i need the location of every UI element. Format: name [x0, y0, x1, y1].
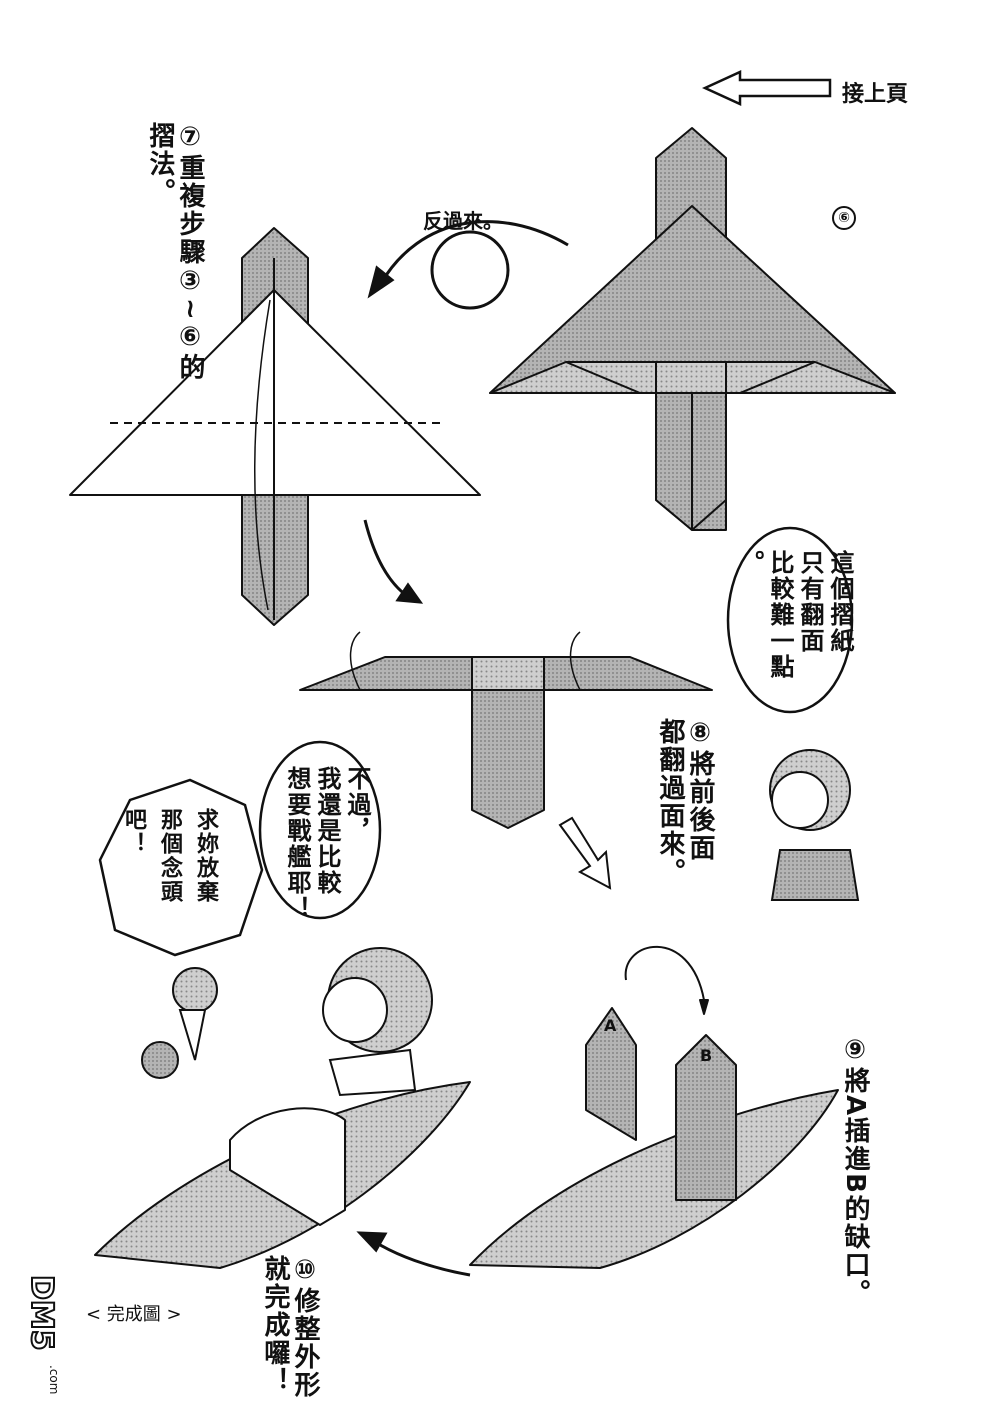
- character-left: [141, 967, 218, 1079]
- flip-label: 反過來。: [423, 209, 503, 233]
- dm5-logo: DM5 .com: [23, 1274, 60, 1394]
- continue-label: 接上頁: [842, 82, 909, 107]
- continue-arrow: [701, 70, 832, 106]
- speech-bubble-shapes: [98, 526, 854, 957]
- finished-boat: [94, 1081, 471, 1269]
- step6-diagram: [489, 127, 896, 531]
- step7-diagram: [69, 227, 481, 626]
- svg-text:DM5: DM5: [24, 1275, 59, 1351]
- completed-caption: < 完成圖 >: [86, 1304, 182, 1325]
- speech-bubble-middle: 不過， 我還是比較 想要戰艦耶！: [283, 766, 371, 922]
- character-middle: [322, 947, 433, 1097]
- step7-text: ⑦重複步驟③~⑥的 摺法。: [145, 122, 205, 382]
- svg-text:.com: .com: [47, 1365, 60, 1394]
- step8-diagram: [299, 631, 713, 829]
- speech-bubble-right: 這個摺紙 只有翻面 比較難一點 。: [736, 550, 854, 680]
- letter-a: A: [604, 1016, 617, 1035]
- step9-text: ⑨將A插進B的缺口。: [840, 1035, 870, 1307]
- step-arrow-2: [558, 816, 612, 890]
- character-right: [769, 749, 860, 901]
- speech-bubble-left: 求妳放棄 那個念頭 吧！: [121, 808, 218, 904]
- step10-text: ⑩修整外形 就完成囉！: [260, 1255, 320, 1399]
- step-arrow-1: [363, 519, 424, 604]
- step8-text: ⑧將前後面 都翻過面來。: [655, 718, 715, 886]
- letter-b: B: [700, 1046, 713, 1065]
- step9-diagram: [469, 945, 839, 1269]
- flip-arrow: [367, 220, 569, 310]
- step6-number: ⑥: [832, 206, 856, 230]
- step-arrow-3: [356, 1231, 471, 1277]
